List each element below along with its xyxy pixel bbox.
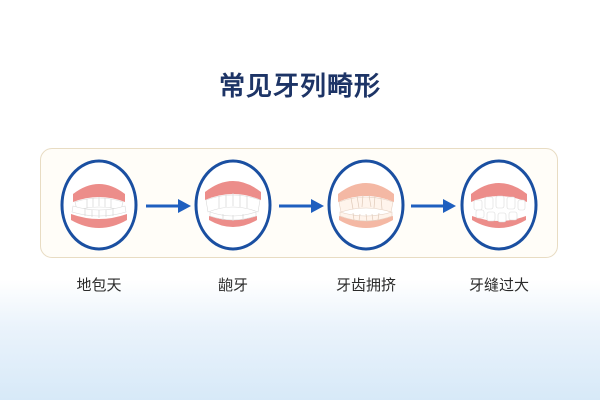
item-gapped-teeth — [459, 158, 539, 252]
item-label-underbite: 地包天 — [76, 276, 122, 294]
gapped-teeth-icon — [460, 159, 538, 251]
item-label-crowded-teeth: 牙齿拥挤 — [335, 276, 396, 294]
arrow-right-icon — [279, 199, 324, 213]
arrow-right-icon — [411, 199, 456, 213]
item-buck-teeth — [193, 158, 273, 252]
page-title: 常见牙列畸形 — [218, 72, 381, 102]
buck-teeth-icon — [194, 159, 272, 251]
item-underbite — [59, 158, 139, 252]
item-label-gapped-teeth: 牙缝过大 — [468, 276, 529, 294]
item-label-buck-teeth: 龅牙 — [217, 276, 248, 294]
underbite-teeth-icon — [60, 159, 138, 251]
arrow-right-icon — [146, 199, 191, 213]
crowded-teeth-icon — [327, 159, 405, 251]
item-crowded-teeth — [326, 158, 406, 252]
